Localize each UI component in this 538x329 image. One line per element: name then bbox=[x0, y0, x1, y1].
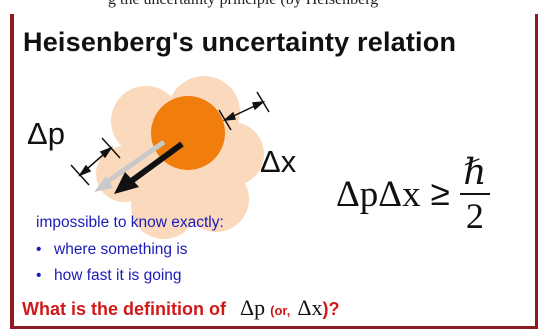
clipped-caption-strip: g the uncertainty principle (by Heisenbe… bbox=[0, 0, 538, 14]
fraction-bar bbox=[460, 193, 490, 195]
bullet-item: •where something is bbox=[36, 241, 188, 259]
formula-fraction: ℏ 2 bbox=[460, 153, 490, 235]
question-suffix: )? bbox=[323, 299, 340, 319]
formula-numerator: ℏ bbox=[463, 153, 486, 191]
formula-denominator: 2 bbox=[466, 197, 484, 235]
bullet-dot-icon: • bbox=[36, 267, 54, 285]
question-or: (or, bbox=[270, 303, 290, 318]
bullet-dot-icon: • bbox=[36, 241, 54, 259]
slide-frame: Heisenberg's uncertainty relation bbox=[10, 14, 538, 329]
formula-lhs: ΔpΔx bbox=[336, 173, 421, 216]
question-prefix: What is the definition of bbox=[22, 299, 226, 319]
uncertainty-formula: ΔpΔx ≥ ℏ 2 bbox=[336, 144, 490, 244]
formula-relation: ≥ bbox=[431, 174, 450, 214]
bullet-text: how fast it is going bbox=[54, 267, 182, 284]
bullet-text: where something is bbox=[54, 241, 188, 258]
momentum-uncertainty-label: Δp bbox=[27, 116, 65, 152]
intro-text: impossible to know exactly: bbox=[36, 214, 224, 232]
definition-question: What is the definition of Δp (or, Δx)? bbox=[22, 295, 340, 321]
bullet-item: •how fast it is going bbox=[36, 267, 182, 285]
question-symbol-b: Δx bbox=[297, 295, 322, 320]
position-uncertainty-label: Δx bbox=[260, 144, 296, 180]
clipped-caption-text: g the uncertainty principle (by Heisenbe… bbox=[108, 0, 378, 9]
question-symbol-a: Δp bbox=[240, 295, 265, 320]
